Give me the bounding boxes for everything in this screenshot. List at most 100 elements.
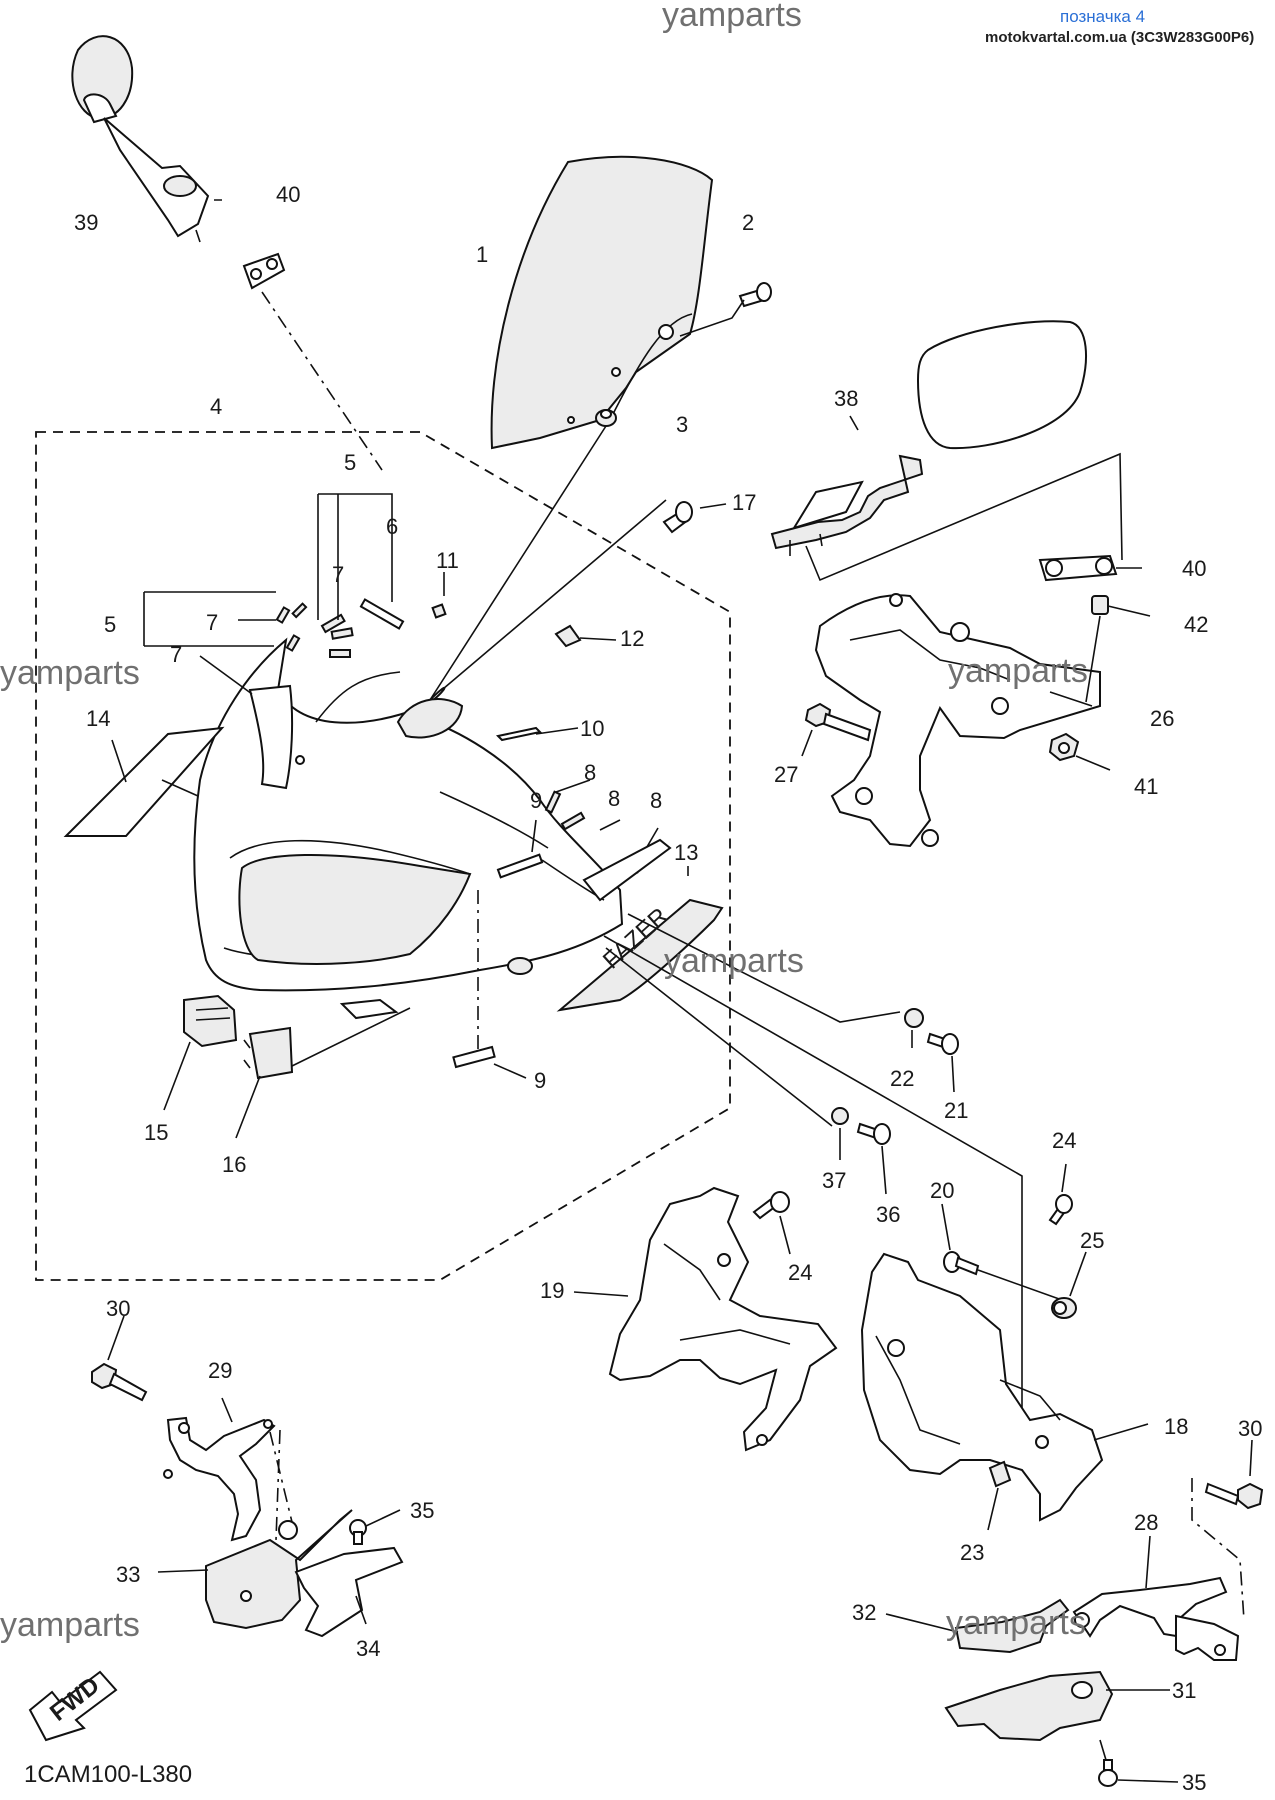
callout-17[interactable]: 17 <box>732 490 756 515</box>
bolt-35-left[interactable] <box>349 1519 367 1545</box>
callout-9a[interactable]: 9 <box>530 788 542 813</box>
cover-31[interactable] <box>944 1670 1114 1742</box>
spacer-11[interactable] <box>431 603 447 619</box>
mirror-left-39[interactable] <box>71 35 222 243</box>
washer-37[interactable] <box>831 1107 849 1125</box>
bracket-29[interactable] <box>163 1416 276 1542</box>
screw-21[interactable] <box>926 1032 959 1055</box>
clip-12[interactable] <box>554 624 582 648</box>
callout-7a[interactable]: 7 <box>332 562 344 587</box>
callout-35b[interactable]: 35 <box>1182 1770 1206 1795</box>
clip-23[interactable] <box>988 1460 1012 1488</box>
callout-10[interactable]: 10 <box>580 716 604 741</box>
callout-35a[interactable]: 35 <box>410 1498 434 1523</box>
callout-7c[interactable]: 7 <box>170 642 182 667</box>
callout-24a[interactable]: 24 <box>1052 1128 1076 1153</box>
callout-24b[interactable]: 24 <box>788 1260 812 1285</box>
callout-brackets-5-7 <box>143 493 393 695</box>
callout-31[interactable]: 31 <box>1172 1678 1196 1703</box>
callout-33[interactable]: 33 <box>116 1562 140 1587</box>
callout-22[interactable]: 22 <box>890 1066 914 1091</box>
callout-11[interactable]: 11 <box>436 548 459 573</box>
mount-plate-40-left[interactable] <box>242 252 286 290</box>
bolt-30-right[interactable] <box>1204 1482 1264 1510</box>
callout-13[interactable]: 13 <box>674 840 698 865</box>
cowling-4[interactable] <box>193 637 624 1020</box>
callout-32[interactable]: 32 <box>852 1600 876 1625</box>
callout-41[interactable]: 41 <box>1134 774 1158 799</box>
callout-5b[interactable]: 5 <box>104 612 116 637</box>
callout-37[interactable]: 37 <box>822 1168 846 1193</box>
stay-bracket-26[interactable] <box>814 593 1101 848</box>
callout-12[interactable]: 12 <box>620 626 644 651</box>
bolt-35-right[interactable] <box>1098 1759 1118 1787</box>
callout-1[interactable]: 1 <box>476 242 488 267</box>
callout-40b[interactable]: 40 <box>1182 556 1206 581</box>
callout-23[interactable]: 23 <box>960 1540 984 1565</box>
callout-25[interactable]: 25 <box>1080 1228 1104 1253</box>
callout-30b[interactable]: 30 <box>1238 1416 1262 1441</box>
collar-42[interactable] <box>1091 595 1109 615</box>
callout-26[interactable]: 26 <box>1150 706 1174 731</box>
callout-28[interactable]: 28 <box>1134 1510 1158 1535</box>
callout-20[interactable]: 20 <box>930 1178 954 1203</box>
mount-plate-40-right[interactable] <box>1038 554 1118 582</box>
callout-42[interactable]: 42 <box>1184 612 1208 637</box>
source-label: motokvartal.com.ua (3C3W283G00P6) <box>985 29 1254 46</box>
callout-2[interactable]: 2 <box>742 210 754 235</box>
nut-41[interactable] <box>1048 732 1080 762</box>
bolt-27[interactable] <box>804 702 872 742</box>
bolt-30-left[interactable] <box>91 1362 148 1402</box>
callout-16[interactable]: 16 <box>222 1152 246 1177</box>
callout-7b[interactable]: 7 <box>206 610 218 635</box>
callout-38[interactable]: 38 <box>834 386 858 411</box>
plate-34[interactable] <box>294 1546 404 1638</box>
bracket-28[interactable] <box>1072 1576 1240 1661</box>
mirror-right-38[interactable] <box>770 320 1087 556</box>
callout-14[interactable]: 14 <box>86 706 110 731</box>
inner-panel-18[interactable] <box>860 1252 1104 1522</box>
screw-20[interactable] <box>943 1251 980 1276</box>
damper-8-9-set[interactable] <box>452 790 648 1069</box>
callout-8c[interactable]: 8 <box>650 788 662 813</box>
bracket-32[interactable] <box>954 1598 1070 1654</box>
callout-8b[interactable]: 8 <box>608 786 620 811</box>
callout-3[interactable]: 3 <box>676 412 688 437</box>
screw-2[interactable] <box>738 282 772 308</box>
module-16[interactable] <box>243 1026 294 1080</box>
callout-6[interactable]: 6 <box>386 514 398 539</box>
callout-34[interactable]: 34 <box>356 1636 380 1661</box>
callout-27[interactable]: 27 <box>774 762 798 787</box>
callout-39[interactable]: 39 <box>74 210 98 235</box>
watermark-right-lower: yamparts <box>946 1604 1086 1642</box>
collar-25[interactable] <box>1051 1297 1077 1319</box>
callout-29[interactable]: 29 <box>208 1358 232 1383</box>
washer-22[interactable] <box>904 1008 924 1028</box>
callout-19[interactable]: 19 <box>540 1278 564 1303</box>
inner-panel-19[interactable] <box>608 1186 838 1452</box>
callout-30a[interactable]: 30 <box>106 1296 130 1321</box>
oznachka-label[interactable]: позначка 4 <box>1060 7 1145 26</box>
callout-21[interactable]: 21 <box>944 1098 968 1123</box>
callout-8a[interactable]: 8 <box>584 760 596 785</box>
screw-17[interactable] <box>662 501 693 534</box>
screw-24-left[interactable] <box>752 1191 790 1220</box>
cover-33[interactable] <box>205 1509 353 1630</box>
panel-14[interactable] <box>63 726 225 837</box>
windscreen-1[interactable] <box>490 155 714 450</box>
watermark-left-lower: yamparts <box>0 1606 140 1644</box>
connector-15[interactable] <box>183 994 238 1048</box>
grommet-3[interactable] <box>595 409 617 427</box>
screw-24-right[interactable] <box>1048 1194 1073 1226</box>
spacer-5-6-7-cluster[interactable] <box>275 598 405 658</box>
callout-4[interactable]: 4 <box>210 394 222 419</box>
screw-36[interactable] <box>856 1122 891 1145</box>
callout-15[interactable]: 15 <box>144 1120 168 1145</box>
callout-9b[interactable]: 9 <box>534 1068 546 1093</box>
tape-10[interactable] <box>495 726 543 742</box>
callout-18[interactable]: 18 <box>1164 1414 1188 1439</box>
callout-40a[interactable]: 40 <box>276 182 300 207</box>
callout-36[interactable]: 36 <box>876 1202 900 1227</box>
callout-5a[interactable]: 5 <box>344 450 356 475</box>
